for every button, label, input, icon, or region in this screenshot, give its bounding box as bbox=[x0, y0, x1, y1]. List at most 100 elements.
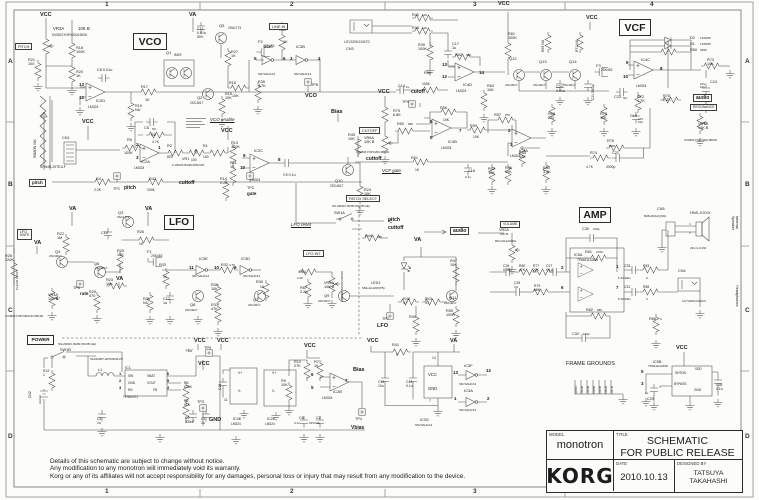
component-label: 5 bbox=[167, 378, 170, 383]
component-label: VA bbox=[116, 276, 124, 282]
component-label: R44 bbox=[365, 234, 372, 238]
zone-col-label: 4 bbox=[650, 1, 654, 8]
component-label: 27K bbox=[505, 113, 511, 117]
component-label: 330 bbox=[466, 53, 472, 57]
component-label: IC5A bbox=[574, 253, 583, 257]
component-label: FRAME GROUNDS bbox=[566, 361, 615, 367]
component-label: IC3B bbox=[296, 44, 305, 49]
component-label: V- bbox=[238, 389, 242, 393]
component-label: C11 0.01u 50V bbox=[197, 27, 206, 39]
component-label: R60 bbox=[690, 48, 697, 52]
component-label: 2SC4617 bbox=[533, 83, 546, 87]
component-label: LGY2209-0101FC bbox=[344, 40, 370, 44]
component-label: 1SS355 bbox=[700, 36, 711, 40]
component-label: TPA6111A2DR bbox=[648, 364, 668, 368]
component-label: VCO enable bbox=[210, 117, 235, 122]
zone-row-label: A bbox=[8, 58, 13, 65]
designer-line1: TATSUYA bbox=[693, 470, 724, 477]
component-label: R56 bbox=[440, 106, 447, 110]
component-label: VR2B bbox=[604, 386, 608, 394]
component-label: IC5B bbox=[653, 360, 662, 364]
component-label: IC2A bbox=[141, 159, 150, 164]
component-label: LINE IN bbox=[269, 23, 289, 31]
component-label: VCF gate bbox=[382, 168, 401, 173]
component-label: R49 bbox=[409, 315, 416, 319]
component-label: 10K B bbox=[78, 26, 90, 31]
component-label: R18 100K bbox=[76, 46, 85, 55]
component-label: VCC bbox=[82, 119, 94, 125]
component-label: R79 68K bbox=[534, 284, 541, 292]
component-label: VR1 bbox=[182, 157, 190, 161]
component-label: IC2D bbox=[96, 98, 106, 103]
component-label: R23 10K bbox=[106, 278, 113, 287]
component-label: 14 bbox=[479, 70, 485, 75]
component-label: SW1B bbox=[60, 348, 71, 352]
component-label: VCC bbox=[367, 338, 379, 344]
component-label: 270K bbox=[596, 250, 604, 254]
component-label: VCC bbox=[676, 345, 688, 351]
component-label: 9 bbox=[626, 60, 629, 65]
component-label: R69 NU bbox=[541, 39, 545, 52]
component-label: VR5A 10K B bbox=[324, 281, 335, 290]
zone-row-label: A bbox=[745, 58, 750, 65]
component-label: C21 3300p bbox=[591, 84, 595, 100]
component-label: R6 91K bbox=[184, 399, 191, 407]
zone-col-label: 1 bbox=[105, 1, 109, 8]
component-label: CN1 bbox=[62, 136, 70, 140]
component-label: R41 bbox=[392, 343, 399, 347]
component-label: 10K bbox=[422, 26, 428, 30]
frame-grounds bbox=[574, 380, 628, 405]
component-label: LM324 bbox=[88, 105, 99, 109]
component-label: VR4B bbox=[586, 386, 590, 394]
section-box-lfo: LFO bbox=[164, 215, 194, 230]
component-label: R2 bbox=[167, 144, 172, 148]
component-label: 3 bbox=[119, 385, 122, 390]
component-label: VCC bbox=[40, 12, 52, 18]
component-label: VDD bbox=[695, 367, 702, 371]
component-label: R43 47 bbox=[425, 297, 432, 306]
component-label: R35 4.7K bbox=[258, 80, 266, 89]
component-label: D2 bbox=[690, 36, 695, 40]
component-label: R25 10K bbox=[117, 249, 124, 258]
component-label: 6.3V/160u bbox=[618, 276, 631, 280]
component-label: C32 bbox=[572, 332, 579, 336]
zone-row-label: B bbox=[8, 181, 13, 188]
component-label: 1K bbox=[139, 242, 144, 246]
component-label: R30 bbox=[256, 280, 263, 284]
component-label: R78 2.2K bbox=[663, 94, 671, 103]
component-label: R64 bbox=[299, 270, 306, 274]
component-label: 9 bbox=[234, 265, 237, 270]
component-label: C30 bbox=[582, 227, 589, 231]
component-label: 1 bbox=[454, 396, 457, 401]
component-label: HNS-XXXX bbox=[690, 210, 711, 215]
component-label: IC4A bbox=[519, 148, 528, 153]
component-label: VR5B bbox=[592, 386, 596, 394]
component-label: V+ bbox=[272, 371, 277, 375]
zone-col-label: 2 bbox=[290, 1, 294, 8]
component-label: R80 47K bbox=[519, 264, 526, 272]
component-label: R58 bbox=[424, 71, 431, 75]
component-label: R29 470 bbox=[89, 290, 96, 299]
component-label: 23mm 0.2W bbox=[690, 246, 707, 250]
component-label: C15 10u bbox=[378, 380, 385, 388]
component-label: TP1 bbox=[113, 187, 120, 191]
component-label: C19 bbox=[630, 114, 637, 118]
component-label: LM324 bbox=[441, 146, 452, 150]
component-label: 2SC4617 bbox=[185, 308, 198, 312]
component-label: 3 bbox=[510, 142, 513, 147]
component-label: 16V/10u bbox=[309, 421, 321, 425]
component-label: 2.2K bbox=[297, 276, 304, 280]
designer-line2: TAKAHASHI bbox=[689, 477, 728, 485]
component-label: 1u bbox=[645, 391, 649, 395]
component-label: VCC bbox=[221, 128, 233, 134]
component-label: C17 1u bbox=[452, 42, 459, 51]
component-label: 68K bbox=[408, 122, 414, 126]
component-label: F-3362S B100ORM-MO bbox=[172, 163, 205, 167]
date-header: DATE bbox=[616, 461, 628, 466]
component-label: F2 bbox=[258, 39, 263, 44]
component-label: R51 bbox=[411, 156, 418, 160]
component-label: R37 47K bbox=[211, 303, 218, 312]
component-label: CUTOFF bbox=[359, 127, 381, 135]
component-label: SFW4R-2STE1LF bbox=[40, 165, 66, 169]
component-label: Q13 bbox=[539, 59, 547, 64]
